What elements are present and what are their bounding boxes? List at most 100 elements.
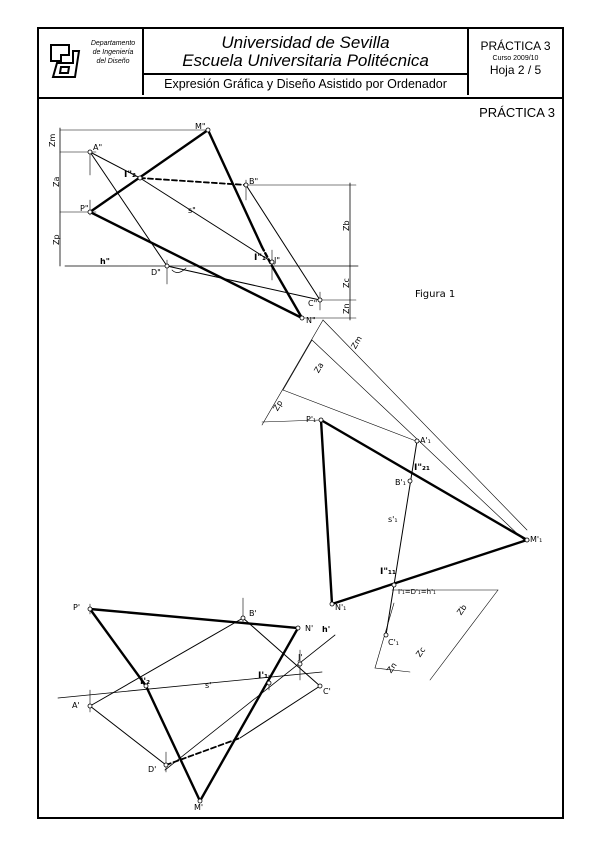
point-i1-upper — [269, 259, 275, 265]
label-zn-aux: Zn — [385, 661, 398, 675]
line-bc-upper — [245, 184, 321, 301]
department-cell: Departamento de Ingeniería del Diseño — [39, 29, 144, 95]
label-j-lower: J' — [297, 653, 303, 662]
label-a-lower: A' — [72, 701, 80, 710]
label-h-upper: h" — [100, 257, 110, 266]
label-za-aux: Za — [312, 361, 325, 375]
line-ad-lower — [89, 705, 167, 766]
point-b-upper — [243, 182, 249, 188]
triangle-mn-upper-visible-2 — [270, 264, 304, 320]
line-h-lower — [164, 634, 336, 771]
label-s-lower: s' — [205, 681, 211, 690]
point-c-lower — [317, 683, 323, 689]
point-i1-aux — [391, 582, 397, 588]
label-m-lower: M' — [194, 803, 203, 812]
label-b1: B'₁ — [395, 478, 406, 487]
point-m-upper — [205, 127, 211, 133]
department-line-3: del Diseño — [96, 58, 130, 65]
label-zm: Zm — [48, 134, 57, 147]
point-p-lower — [87, 606, 93, 612]
label-a1: A'₁ — [420, 436, 431, 445]
label-d1-eq: I'₁=D'₁=h'₁ — [398, 588, 436, 596]
line-ac-aux — [385, 440, 418, 636]
dim-ref-p-aux — [261, 419, 322, 423]
label-n1: N'₁ — [335, 603, 346, 612]
label-n-upper: N" — [306, 316, 316, 325]
label-i2-aux: I"₂₁ — [414, 463, 430, 473]
subject-row: Expresión Gráfica y Diseño Asistido por … — [144, 73, 467, 95]
label-i1-upper: I"₁ — [254, 253, 266, 263]
label-m2: M" — [195, 122, 206, 131]
label-j-upper: J" — [273, 256, 280, 265]
point-n-lower — [295, 625, 301, 631]
school-cell: Universidad de Sevilla Escuela Universit… — [144, 29, 469, 95]
drawing-sheet: Departamento de Ingeniería del Diseño Un… — [37, 27, 564, 819]
label-i1-lower: I'₁ — [258, 671, 268, 681]
line-i2b-upper-hidden — [139, 177, 247, 186]
label-zc: Zc — [342, 278, 351, 288]
angle-arc-upper — [171, 267, 187, 273]
point-d-upper — [164, 263, 170, 269]
dim-axis-c-aux — [429, 589, 499, 681]
label-s-upper: s" — [188, 206, 196, 215]
label-h-lower: h' — [322, 625, 330, 634]
dim-axis-a-aux — [282, 339, 313, 391]
department-line-1: Departamento — [90, 40, 136, 47]
triangle-pnm-lower-edges — [88, 607, 300, 803]
subject-name: Expresión Gráfica y Diseño Asistido por … — [164, 77, 447, 91]
label-a2: A" — [93, 143, 102, 152]
label-zb: Zb — [342, 220, 351, 231]
figure-caption: Figura 1 — [415, 289, 455, 300]
point-j-lower — [297, 661, 303, 667]
point-b-lower — [240, 615, 246, 621]
point-a-aux — [414, 438, 420, 444]
label-zc-aux: Zc — [414, 645, 427, 658]
label-c-lower: C' — [323, 687, 331, 696]
department-line-2: de Ingeniería — [92, 49, 134, 56]
triangle-pm-lower-visible-2 — [144, 684, 202, 803]
university-name: Universidad de Sevilla — [221, 33, 390, 52]
point-c-aux — [383, 632, 389, 638]
line-s-lower — [57, 671, 323, 699]
label-d-lower: D' — [148, 765, 156, 774]
line-ad-upper — [89, 151, 168, 267]
point-d-lower — [163, 762, 169, 768]
line-bc-lower — [242, 617, 321, 687]
school-name: Escuela Universitaria Politécnica — [182, 51, 429, 70]
label-p2: P" — [80, 204, 89, 213]
point-p-upper — [87, 209, 93, 215]
label-c-upper: C" — [308, 299, 317, 308]
line-dc-lower-hidden — [165, 737, 241, 766]
point-m-lower — [197, 798, 203, 804]
label-zn: Zn — [342, 303, 351, 314]
point-i2-lower — [143, 683, 149, 689]
line-dc-upper — [166, 265, 321, 301]
label-p1: P'₁ — [306, 415, 316, 424]
point-n-aux — [329, 601, 335, 607]
point-a-lower — [87, 703, 93, 709]
label-c1: C'₁ — [388, 638, 399, 647]
practice-cell: PRÁCTICA 3 Curso 2009/10 Hoja 2 / 5 — [469, 29, 562, 95]
point-a-upper — [87, 149, 93, 155]
label-i2-lower: I'₂ — [140, 677, 150, 687]
label-s1: s'₁ — [388, 515, 398, 524]
point-m-aux — [524, 537, 530, 543]
department-name: Departamento de Ingeniería del Diseño — [85, 39, 141, 66]
triangle-mn-upper-visible — [206, 128, 264, 249]
label-zb-aux: Zb — [455, 603, 468, 617]
practice-title: PRÁCTICA 3 — [480, 39, 551, 53]
triangle-pmn-aux — [319, 417, 530, 606]
point-b-aux — [407, 478, 413, 484]
label-i2-upper: I"₂ — [124, 170, 136, 180]
point-c-upper — [317, 297, 323, 303]
dim-base-aux — [374, 667, 411, 673]
course-year: Curso 2009/10 — [492, 55, 539, 62]
dim-long-aux-3 — [322, 319, 528, 531]
line-s-upper — [139, 177, 273, 263]
label-zp: Zp — [52, 234, 61, 245]
label-b2: B" — [249, 177, 258, 186]
line-ab-lower — [89, 617, 244, 707]
label-d-upper: D" — [151, 268, 161, 277]
dim-long-aux-2 — [282, 389, 417, 442]
